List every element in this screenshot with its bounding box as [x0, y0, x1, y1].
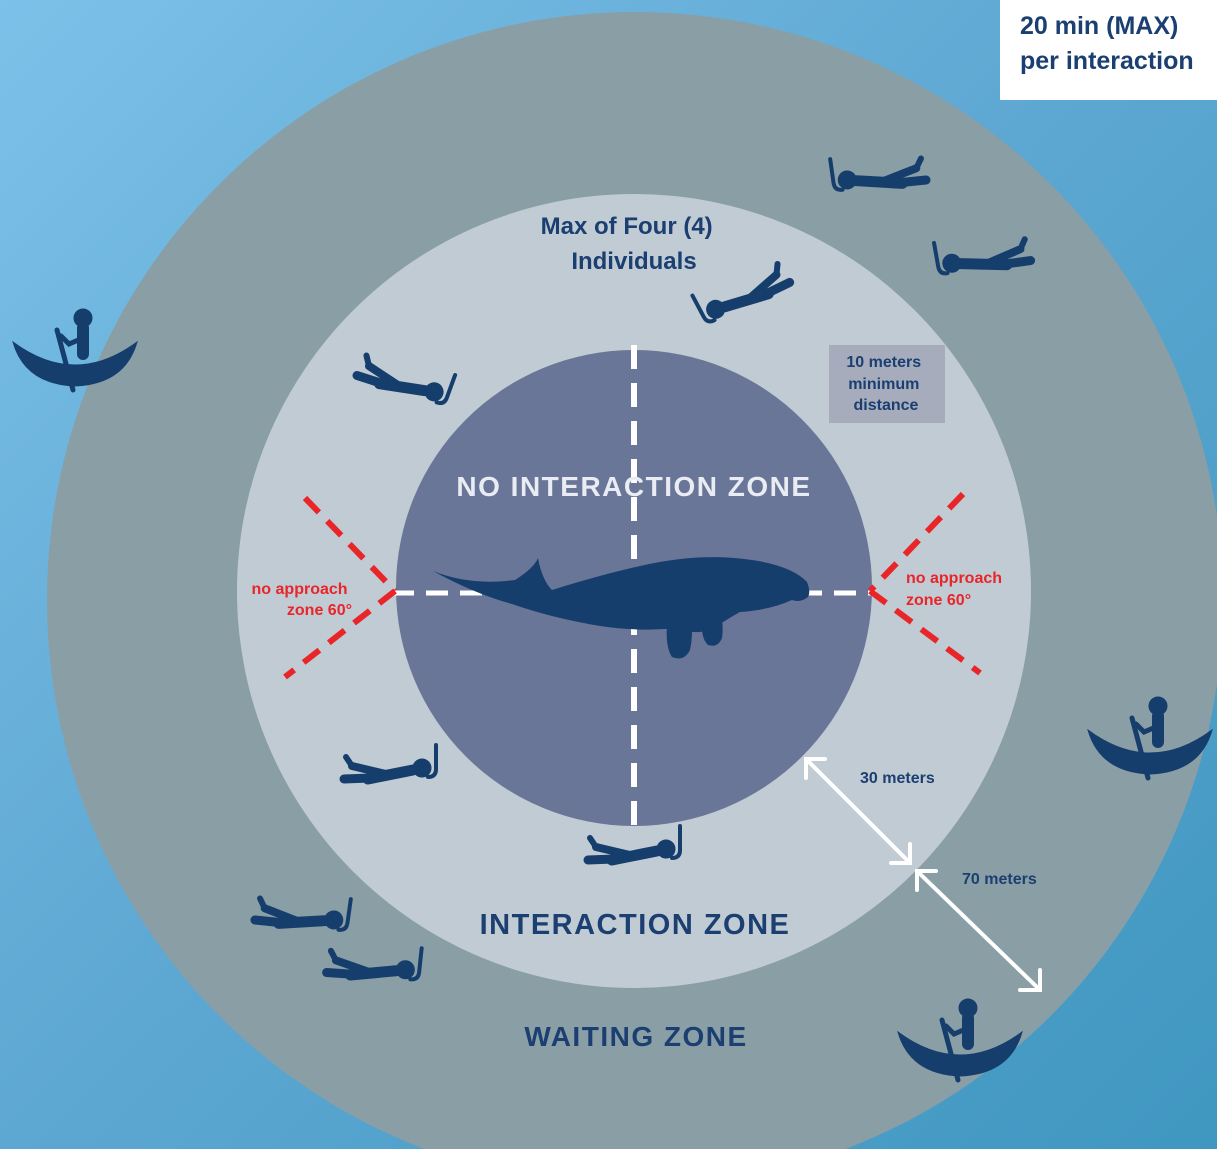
- max-individuals-line1: Max of Four (4): [541, 213, 713, 240]
- interaction-zone-label: INTERACTION ZONE: [480, 909, 791, 941]
- no-approach-left-line2: zone 60°: [287, 602, 352, 619]
- time-limit-line2: per interaction: [1020, 47, 1194, 75]
- outer-distance-label: 70 meters: [962, 871, 1037, 888]
- svg-text:10 meters minimum: 10 meters minimum distance: [846, 354, 925, 414]
- dugong-icon: [433, 557, 810, 659]
- inner-distance-label: 30 meters: [860, 770, 935, 787]
- svg-text:no approach zone 60°: no approach zone 60°: [906, 570, 1006, 609]
- time-limit-line1: 20 min (MAX): [1020, 12, 1179, 40]
- svg-text:no approach zone 60°: no approach zone 60°: [252, 581, 352, 619]
- no-approach-left-line1: no approach: [252, 581, 348, 598]
- no-interaction-zone-label: NO INTERACTION ZONE: [456, 471, 811, 502]
- max-individuals-line2: Individuals: [571, 248, 696, 275]
- min-distance-line2: minimum: [848, 376, 919, 393]
- no-approach-right-line2: zone 60°: [906, 592, 971, 609]
- no-approach-right-line1: no approach: [906, 570, 1002, 587]
- min-distance-line1: 10 meters: [846, 354, 921, 371]
- no-approach-lines-left: [283, 495, 398, 680]
- min-distance-line3: distance: [854, 397, 919, 414]
- no-approach-lines-right: [867, 491, 982, 676]
- waiting-zone-label: WAITING ZONE: [524, 1021, 747, 1052]
- min-distance-box: [829, 345, 945, 423]
- distance-arrows: [804, 757, 1042, 992]
- svg-text:Max of Four (4) Individu: Max of Four (4) Individuals: [541, 213, 720, 275]
- time-limit-box: 20 min (MAX) per interaction: [1000, 0, 1217, 100]
